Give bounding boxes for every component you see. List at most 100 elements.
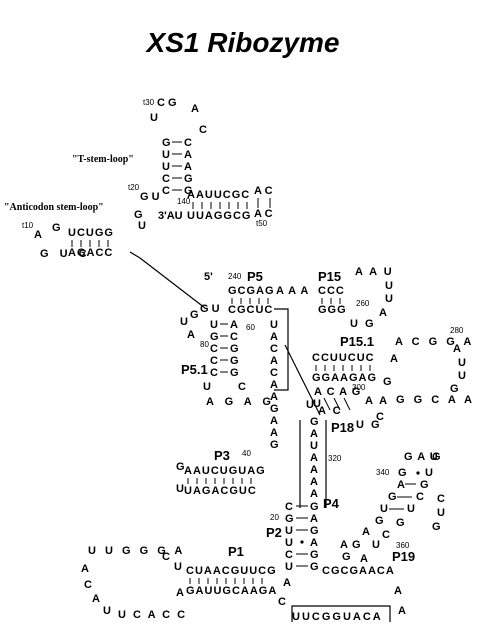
central-c2: C bbox=[270, 367, 278, 379]
p2-right-0: G bbox=[310, 501, 319, 513]
central-g2: A bbox=[270, 415, 278, 427]
number-20: 20 bbox=[270, 513, 279, 522]
p19-a1: A bbox=[397, 479, 405, 491]
acceptor-ac-top: A C bbox=[254, 185, 273, 197]
p15-1-bottom: GGAAGAG bbox=[312, 372, 377, 384]
p1-loop-top: U U G G G A bbox=[88, 545, 185, 557]
helix-p2-label: P2 bbox=[266, 525, 282, 540]
p4-u: U bbox=[313, 398, 321, 410]
p5-1-left-2: C bbox=[210, 343, 218, 355]
bottom-strand: UUCGGUACA A bbox=[291, 605, 406, 623]
number-80: 80 bbox=[200, 340, 209, 349]
p5-1-loop-u: U bbox=[203, 381, 211, 393]
helix-p3-label: P3 bbox=[214, 448, 230, 463]
number-240: 240 bbox=[228, 272, 242, 281]
p2-left-4: C bbox=[285, 549, 293, 561]
p18-u: U bbox=[306, 399, 314, 411]
p15-top: CCC bbox=[318, 285, 345, 297]
p19-loop-g: G bbox=[432, 451, 441, 463]
t-loop-u: U bbox=[150, 112, 158, 124]
number-320: 320 bbox=[328, 454, 342, 463]
p3-region: P3 40 G AAUCUGUAG U UAGACGUC bbox=[176, 448, 266, 497]
central-a3: A bbox=[270, 379, 278, 391]
p4-region: U G A U A A A A 320 P4 bbox=[310, 398, 342, 511]
p1-loop-a1: A bbox=[81, 563, 89, 575]
p5-1-region: U G A 60 80 U G C C C A C G G G P5.1 U A… bbox=[180, 309, 271, 408]
p2-right-3: A bbox=[310, 537, 318, 549]
helix-p15-label: P15 bbox=[318, 269, 341, 284]
number-t50: t50 bbox=[256, 219, 268, 228]
p4-strand-1: A bbox=[310, 428, 318, 440]
number-260: 260 bbox=[356, 299, 370, 308]
p19-c2: C bbox=[437, 493, 445, 505]
p15-region: P15 A A U CCC GGG U U 260 U G A bbox=[318, 266, 394, 330]
central-a4: A bbox=[270, 391, 278, 403]
p1-c-right: C bbox=[278, 596, 286, 608]
number-280: 280 bbox=[450, 326, 464, 335]
p5-1-left-0: U bbox=[210, 319, 218, 331]
central-a2: A bbox=[270, 355, 278, 367]
p18-right: A A bbox=[365, 395, 389, 407]
p1-top: CUAACGUUCG bbox=[186, 565, 277, 577]
anticodon-loop-a: A bbox=[34, 229, 42, 241]
p2-right-4: G bbox=[310, 549, 319, 561]
p2-right-5: G bbox=[310, 561, 319, 573]
p15-bottom: GGG bbox=[318, 304, 347, 316]
p4-strand-0: G bbox=[310, 416, 319, 428]
p15-1-loop-top: A C G G A bbox=[395, 336, 474, 348]
p5-1-left-3: C bbox=[210, 355, 218, 367]
p4-strand-6: A bbox=[310, 488, 318, 500]
p19-u4: U bbox=[437, 507, 445, 519]
p19-c3: C bbox=[382, 529, 390, 541]
p19-u3: U bbox=[407, 503, 415, 515]
t-stem-left-0: G bbox=[162, 137, 171, 149]
p2-right-1: A bbox=[310, 513, 318, 525]
helix-p4-label: P4 bbox=[323, 496, 340, 511]
t-loop-a: A bbox=[191, 103, 199, 115]
t-stem-left-2: U bbox=[162, 161, 170, 173]
p15-1-g-right: G bbox=[383, 376, 392, 388]
p5-aaa: A A A bbox=[276, 285, 309, 297]
helix-p5-1-label: P5.1 bbox=[181, 362, 208, 377]
t-stem-right-3: G bbox=[184, 173, 193, 185]
anticodon-loop: G U C bbox=[40, 248, 91, 260]
helix-p15-1-label: P15.1 bbox=[340, 334, 374, 349]
pair-dot bbox=[416, 471, 420, 475]
p5-gu: G U bbox=[200, 303, 220, 315]
p4-strand-4: A bbox=[310, 464, 318, 476]
number-t30: t30 bbox=[143, 98, 155, 107]
p5-1-loop-c: C bbox=[238, 381, 246, 393]
p19-bottom: CGCGAACA bbox=[322, 565, 395, 577]
t-loop-top: C G bbox=[157, 97, 177, 109]
p2-left-2: U bbox=[285, 525, 293, 537]
t-stem-right-0: C bbox=[184, 137, 192, 149]
p15-1-top: CCUUCUC bbox=[312, 352, 375, 364]
p15-1-loop-u2: U bbox=[458, 370, 466, 382]
central-a1: A bbox=[270, 331, 278, 343]
helix-p19-label: P19 bbox=[392, 549, 415, 564]
p1-loop-u: U bbox=[174, 561, 182, 573]
p15-loop: A A U bbox=[355, 266, 394, 278]
p2-left-0: C bbox=[285, 501, 293, 513]
p3-top: AAUCUGUAG bbox=[184, 465, 266, 477]
helix-p18-label: P18 bbox=[331, 420, 354, 435]
p19-a4: A bbox=[340, 539, 348, 551]
p15-ug: U G bbox=[350, 318, 376, 330]
p15-u1: U bbox=[385, 280, 393, 292]
anticodon-loop-g: G bbox=[52, 222, 61, 234]
p5-1-right-4: G bbox=[230, 367, 239, 379]
central-g1: G bbox=[270, 403, 279, 415]
central-a5: A bbox=[270, 427, 278, 439]
p19-u1: U bbox=[425, 467, 433, 479]
p19-u2: U bbox=[380, 503, 388, 515]
p18-loop: U G bbox=[356, 419, 382, 431]
p2-right-2: G bbox=[310, 525, 319, 537]
t-stem-left-1: U bbox=[162, 149, 170, 161]
p19-g1: G bbox=[398, 467, 407, 479]
pair-dot bbox=[300, 540, 304, 544]
anticodon-u: U bbox=[138, 220, 146, 232]
bottom-strand-seq: UUCGGUACA bbox=[292, 611, 383, 623]
pair-line bbox=[333, 397, 341, 411]
central-strand: U A C A C A A G A A G bbox=[270, 319, 327, 508]
p5-1-left-4: C bbox=[210, 367, 218, 379]
